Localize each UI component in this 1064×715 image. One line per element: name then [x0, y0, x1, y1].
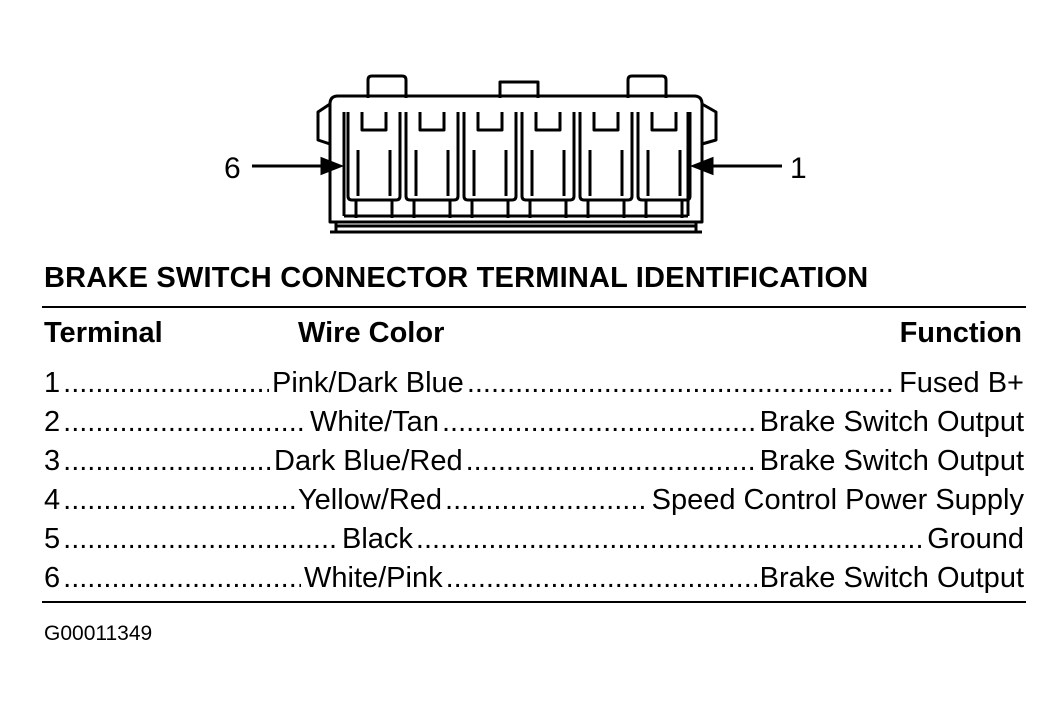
- connector-latch-right: [701, 102, 718, 146]
- table-row: 3.......................................…: [44, 442, 1024, 481]
- dot-leader: ........................................…: [63, 445, 271, 477]
- table-row: 4.......................................…: [44, 481, 1024, 520]
- dot-leader: ........................................…: [445, 484, 649, 516]
- pin1-label: 1: [790, 152, 807, 185]
- dot-leader: ........................................…: [63, 523, 339, 555]
- function: Fused B+: [899, 367, 1024, 399]
- table-row: 5.......................................…: [44, 520, 1024, 559]
- dot-leader: ........................................…: [63, 484, 295, 516]
- dot-leader: ........................................…: [441, 406, 757, 438]
- connector-latch-left: [316, 102, 331, 146]
- wire-color: Pink/Dark Blue: [272, 367, 464, 399]
- divider-top: [42, 306, 1026, 308]
- terminal-number: 3: [44, 445, 61, 477]
- wire-color: White/Tan: [310, 406, 439, 438]
- function: Brake Switch Output: [759, 445, 1024, 477]
- terminal-number: 1: [44, 367, 61, 399]
- pin6-label: 6: [224, 152, 241, 185]
- function: Ground: [927, 523, 1024, 555]
- table-row: 6.......................................…: [44, 559, 1024, 598]
- pin6-arrowhead: [320, 156, 345, 176]
- terminal-number: 2: [44, 406, 61, 438]
- header-function: Function: [899, 317, 1022, 349]
- dot-leader: ........................................…: [445, 562, 757, 594]
- dot-leader: ........................................…: [415, 523, 924, 555]
- connector-tab-center: [498, 80, 540, 98]
- wire-color: Dark Blue/Red: [274, 445, 463, 477]
- terminal-number: 5: [44, 523, 61, 555]
- dot-leader: ........................................…: [466, 367, 896, 399]
- function: Brake Switch Output: [759, 562, 1024, 594]
- table-row: 1.......................................…: [44, 364, 1024, 403]
- connector-cavity: [520, 112, 576, 218]
- terminal-number: 4: [44, 484, 61, 516]
- dot-leader: ........................................…: [465, 445, 757, 477]
- dot-leader: ........................................…: [63, 367, 269, 399]
- wire-color: White/Pink: [304, 562, 443, 594]
- table-row: 2.......................................…: [44, 403, 1024, 442]
- connector-tab-left: [366, 74, 408, 98]
- connector-tab-right: [626, 74, 668, 98]
- function: Speed Control Power Supply: [651, 484, 1024, 516]
- dot-leader: ........................................…: [63, 406, 307, 438]
- connector-cavity: [462, 112, 518, 218]
- pin1-arrowhead: [689, 156, 714, 176]
- connector-diagram: 6 1: [224, 74, 807, 234]
- dot-leader: ........................................…: [63, 562, 301, 594]
- divider-bottom: [42, 601, 1026, 603]
- connector-cavity: [346, 112, 402, 218]
- table-title: BRAKE SWITCH CONNECTOR TERMINAL IDENTIFI…: [44, 262, 869, 294]
- connector-cavity: [578, 112, 634, 218]
- wire-color: Yellow/Red: [298, 484, 443, 516]
- terminal-table: 1.......................................…: [44, 364, 1024, 598]
- connector-cavity: [636, 112, 692, 218]
- figure-id: G00011349: [44, 622, 153, 645]
- connector-cavity: [404, 112, 460, 218]
- function: Brake Switch Output: [759, 406, 1024, 438]
- terminal-number: 6: [44, 562, 61, 594]
- header-wire-color: Wire Color: [298, 317, 445, 349]
- wire-color: Black: [342, 523, 413, 555]
- header-terminal: Terminal: [44, 317, 163, 349]
- connector-top-rim: [328, 94, 704, 105]
